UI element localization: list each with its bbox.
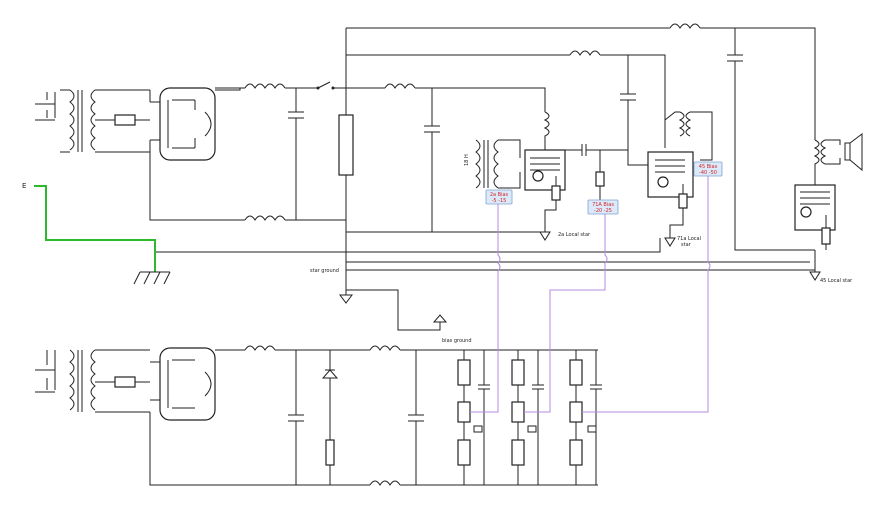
lower-bias-transformer: [35, 349, 150, 413]
bias-wire-2a: [470, 198, 501, 413]
bleeder-resistor: [338, 114, 354, 176]
local-star-45-label: 45 Local star: [820, 278, 853, 284]
stage-45: [734, 108, 863, 281]
local-star-2a-label: 2a Local star: [558, 232, 591, 238]
star-ground-label: star ground: [310, 268, 339, 274]
bias-box-2a-title: 2a Bias: [490, 192, 509, 198]
local-star-71a-label-2: star: [681, 242, 692, 248]
bias-box-2a: 2a Bias -5 -15: [485, 189, 513, 205]
local-star-71a-label: 71a Local: [677, 236, 701, 242]
bias-box-71a-range: -20 -25: [594, 208, 612, 214]
bias-box-71a: 71A Bias -20 -25: [587, 199, 619, 215]
earth-label: E: [22, 182, 26, 190]
bias-box-2a-range: -5 -15: [492, 198, 507, 204]
bias-box-45-title: 45 Bias: [699, 164, 718, 170]
bias-network-3: [569, 350, 602, 485]
upper-power-transformer: [35, 89, 151, 153]
bias-box-45: 45 Bias -40 -50: [693, 161, 723, 177]
stage-71a: [627, 111, 713, 247]
bias-network-2: [511, 350, 544, 485]
upper-filter: [215, 81, 346, 221]
bias-box-71a-title: 71A Bias: [592, 202, 614, 208]
stage-2a: [475, 111, 628, 241]
bias-wire-71a: [524, 213, 608, 413]
bias-box-45-range: -40 -50: [699, 170, 717, 176]
bias-network-1: [457, 350, 490, 485]
bias-ground-label: bias ground: [442, 338, 472, 344]
earth-wire: [34, 185, 156, 272]
upper-rectifier-tube: [149, 87, 245, 221]
choke-label: 18 H: [464, 154, 470, 166]
bias-wire-45: [582, 175, 711, 413]
lower-rectifier-tube: [149, 347, 370, 486]
